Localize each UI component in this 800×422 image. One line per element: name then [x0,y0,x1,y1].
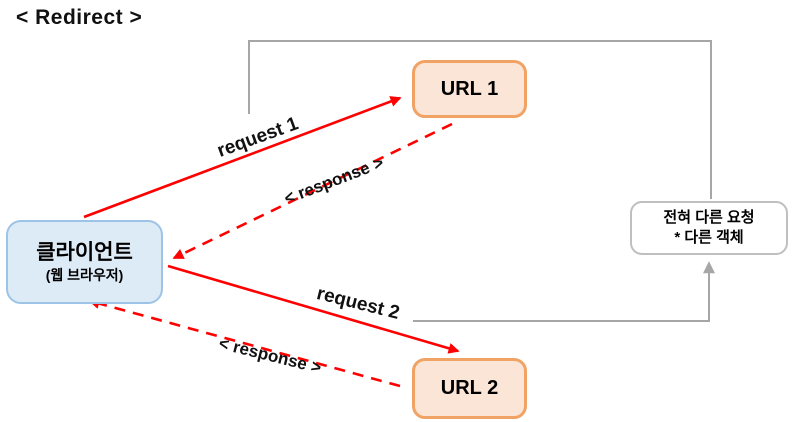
response-1-arrow [172,122,453,260]
note-line1: 전혀 다른 요청 [663,208,755,226]
url2-label: URL 2 [440,377,499,399]
client-sublabel: (웹 브라우저) [45,266,124,283]
request-2-arrow [167,264,460,354]
gray-loop-bottom-connector [413,261,715,322]
diagram-title: < Redirect > [16,6,143,29]
client-node: 클라이언트 (웹 브라우저) [6,220,163,304]
request-1-arrow [83,96,402,219]
client-label: 클라이언트 [36,241,133,265]
different-request-note: 전혀 다른 요청 * 다른 객체 [630,201,788,255]
note-line2: * 다른 객체 [674,229,744,246]
url2-node: URL 2 [412,358,527,419]
gray-loop-top-connector [248,40,712,199]
url1-node: URL 1 [412,60,527,118]
url1-label: URL 1 [440,77,499,100]
response-2-arrow [88,298,401,388]
